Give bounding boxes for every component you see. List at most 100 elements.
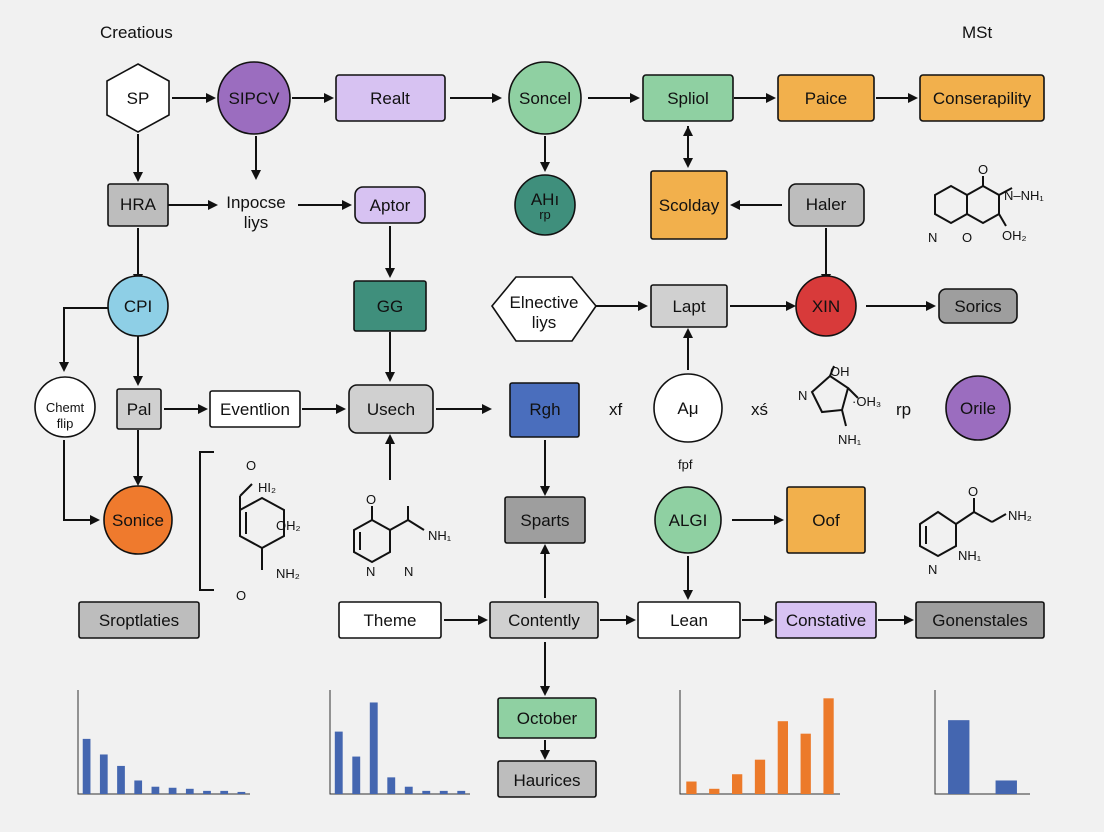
m1-oh: OH₂ xyxy=(1002,228,1027,243)
label-xs: xś xyxy=(751,400,768,419)
m2-nh: NH₁ xyxy=(838,432,862,447)
node-realt[interactable]: Realt xyxy=(335,74,446,122)
node-xin[interactable]: XIN xyxy=(795,275,857,337)
m1-nh: N–NH₁ xyxy=(1004,188,1044,203)
node-spliol[interactable]: Spliol xyxy=(642,74,734,122)
node-hra[interactable]: HRA xyxy=(107,183,169,227)
node-ahi-label-1: AHı xyxy=(531,190,559,209)
molecule-2: OH N ·OH₃ NH₁ xyxy=(798,364,881,447)
chart-bar xyxy=(439,790,448,794)
node-october[interactable]: October xyxy=(497,697,597,739)
node-scolday[interactable]: Scolday xyxy=(650,170,728,240)
chart-bar xyxy=(237,791,246,794)
mini-chart-1 xyxy=(77,690,250,795)
node-sipcv[interactable]: SIPCV xyxy=(217,61,291,135)
chart-bar xyxy=(134,780,143,794)
node-sroptlaties[interactable]: Sroptlaties xyxy=(78,601,200,639)
node-aptor[interactable]: Aptor xyxy=(354,186,426,224)
node-usech-label: Usech xyxy=(367,400,415,419)
node-cpi[interactable]: CPI xyxy=(107,275,169,337)
node-rgh-label: Rgh xyxy=(529,400,560,419)
molecule-5: O NH₂ N NH₁ xyxy=(919,484,1032,577)
node-contently[interactable]: Contently xyxy=(489,601,599,639)
node-elnective-label-2: liys xyxy=(532,313,557,332)
node-inpocse[interactable]: Inpocse liys xyxy=(226,193,286,232)
m2-oh3: ·OH₃ xyxy=(852,394,881,409)
node-lean[interactable]: Lean xyxy=(637,601,741,639)
node-eventlion-label: Eventlion xyxy=(220,400,290,419)
mini-chart-4 xyxy=(934,690,1030,795)
node-sorics[interactable]: Sorics xyxy=(938,288,1018,324)
node-elnective[interactable]: Elnective liys xyxy=(490,276,598,342)
node-sroptlaties-label: Sroptlaties xyxy=(99,611,179,630)
m3-o2: O xyxy=(236,588,246,603)
node-soncel[interactable]: Soncel xyxy=(508,61,582,135)
node-pal[interactable]: Pal xyxy=(116,388,162,430)
node-gonenstales[interactable]: Gonenstales xyxy=(915,601,1045,639)
node-chemt[interactable]: Chemt flip xyxy=(34,376,96,438)
m1-o2: O xyxy=(962,230,972,245)
node-theme[interactable]: Theme xyxy=(338,601,442,639)
chart-bar xyxy=(732,774,743,794)
node-algi[interactable]: ALGI xyxy=(654,486,722,554)
node-gg[interactable]: GG xyxy=(353,280,427,332)
label-rp: rp xyxy=(896,400,911,419)
node-constative[interactable]: Constative xyxy=(775,601,877,639)
m4-nh: NH₁ xyxy=(428,528,452,543)
chart-bar xyxy=(99,754,108,794)
node-sparts[interactable]: Sparts xyxy=(504,496,586,544)
m5-n: N xyxy=(928,562,937,577)
m4-o: O xyxy=(366,492,376,507)
node-ahi-label-2: rp xyxy=(539,207,551,222)
node-haurices[interactable]: Haurices xyxy=(497,760,597,798)
node-gg-label: GG xyxy=(377,297,403,316)
node-october-label: October xyxy=(517,709,578,728)
chart-bar xyxy=(387,777,396,794)
m3-nh2: NH₂ xyxy=(276,566,300,581)
node-algi-label: ALGI xyxy=(669,511,708,530)
node-haler[interactable]: Haler xyxy=(788,183,865,227)
node-ap[interactable]: Aμ xyxy=(653,373,723,443)
node-gonenstales-label: Gonenstales xyxy=(932,611,1027,630)
node-oof[interactable]: Oof xyxy=(786,486,866,554)
node-conserapility[interactable]: Conserapility xyxy=(919,74,1045,122)
node-constative-label: Constative xyxy=(786,611,866,630)
node-ahi[interactable]: AHı rp xyxy=(514,174,576,236)
node-orile[interactable]: Orile xyxy=(945,375,1011,441)
node-usech[interactable]: Usech xyxy=(348,384,434,434)
node-lapt[interactable]: Lapt xyxy=(650,284,728,328)
chart-bar xyxy=(777,721,788,794)
chart-bar xyxy=(369,702,378,794)
node-sp[interactable]: SP xyxy=(106,63,170,133)
connectors xyxy=(59,93,936,760)
node-chemt-label-1: Chemt xyxy=(46,400,85,415)
node-paice[interactable]: Paice xyxy=(777,74,875,122)
mini-chart-2 xyxy=(329,690,470,795)
m5-nh1: NH₁ xyxy=(958,548,982,563)
header-left-title: Creatious xyxy=(100,23,173,42)
node-paice-label: Paice xyxy=(805,89,848,108)
m4-n1: N xyxy=(366,564,375,579)
node-elnective-label-1: Elnective xyxy=(510,293,579,312)
node-inpocse-label-2: liys xyxy=(244,213,269,232)
chart-bar xyxy=(168,787,177,794)
node-eventlion[interactable]: Eventlion xyxy=(209,390,301,428)
chart-bar xyxy=(800,733,811,794)
molecule-4: O NH₁ N N xyxy=(353,492,452,579)
node-haler-label: Haler xyxy=(806,195,847,214)
m4-n2: N xyxy=(404,564,413,579)
m3-o: O xyxy=(246,458,256,473)
m1-o: O xyxy=(978,162,988,177)
node-orile-label: Orile xyxy=(960,399,996,418)
node-haurices-label: Haurices xyxy=(513,771,580,790)
node-realt-label: Realt xyxy=(370,89,410,108)
node-soncel-label: Soncel xyxy=(519,89,571,108)
chart-bar xyxy=(754,759,766,794)
chart-bar xyxy=(82,738,91,794)
node-sonice[interactable]: Sonice xyxy=(103,485,173,555)
node-rgh[interactable]: Rgh xyxy=(509,382,580,438)
molecule-3: O HI₂ OH₂ NH₂ O xyxy=(236,458,301,603)
molecule-1: O N O N–NH₁ OH₂ xyxy=(928,162,1044,245)
